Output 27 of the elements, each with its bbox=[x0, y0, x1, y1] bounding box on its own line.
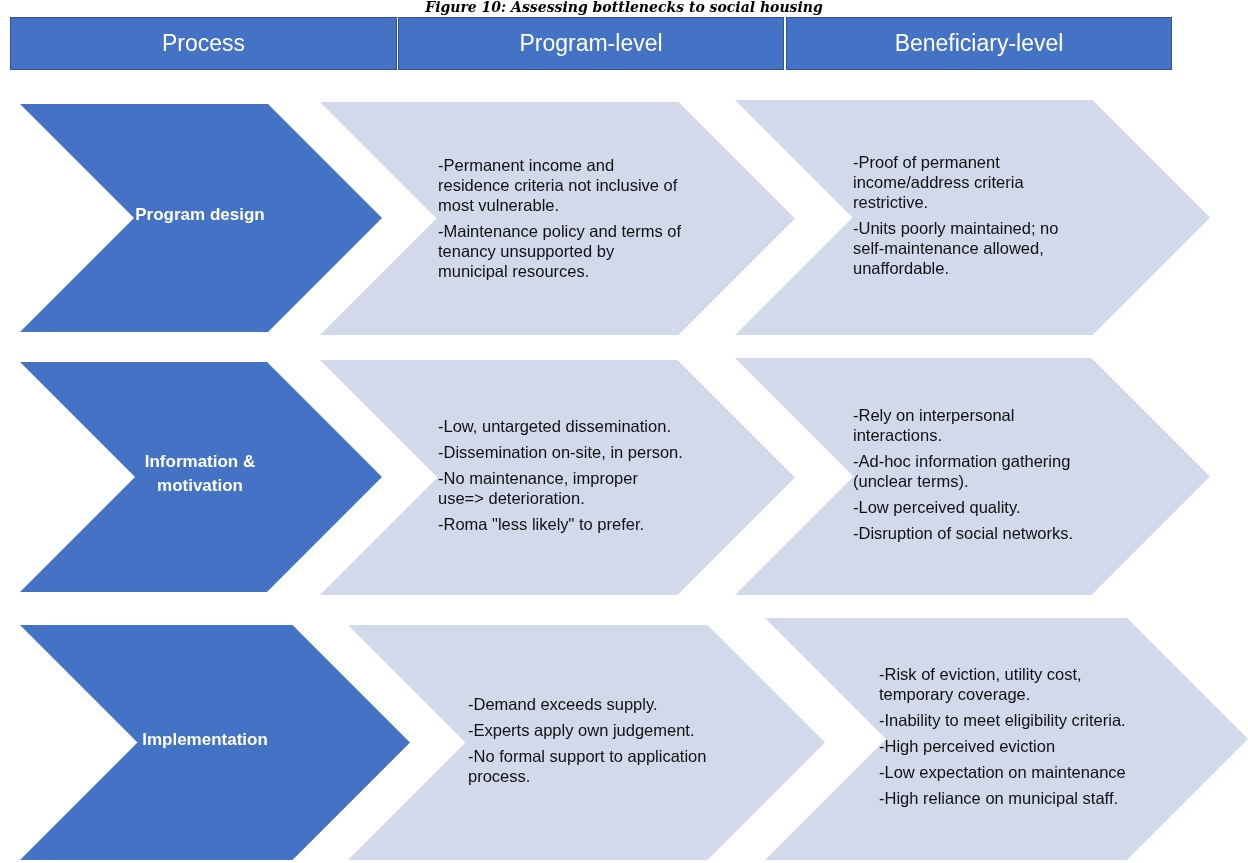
bullet-text: -Maintenance policy and terms of tenancy unsupported by municipal resources. bbox=[438, 221, 683, 281]
process-label: Information & motivation bbox=[143, 451, 257, 497]
bullet-text: -No maintenance, improper use=> deterioration. bbox=[438, 467, 639, 508]
bullet-text: -Rely on interpersonal interactions. bbox=[853, 404, 1016, 445]
bullet-text: -Risk of eviction, utility cost, temporary coverage. bbox=[879, 664, 1083, 704]
bullet-text: -Ad-hoc information gathering (unclear terms). bbox=[853, 450, 1072, 491]
bullet-text: -No formal support to application process. bbox=[468, 745, 708, 786]
bullet-text: -Disruption of social networks. bbox=[853, 522, 1075, 543]
bullet-text: -Dissemination on-site, in person. bbox=[438, 441, 684, 462]
bullet-text: -Low perceived quality. bbox=[853, 496, 1022, 517]
figure-title: Figure 10: Assessing bottlenecks to social housing bbox=[424, 0, 824, 15]
bullet-text: -Low, untargeted dissemination. bbox=[438, 415, 672, 436]
bullet-text: -Low expectation on maintenance bbox=[879, 762, 1127, 782]
bullet-text: -Inability to meet eligibility criteria. bbox=[879, 710, 1127, 730]
bullet-text: -High reliance on municipal staff. bbox=[879, 788, 1120, 808]
column-header: Beneficiary-level bbox=[786, 17, 1172, 70]
bullet-text: -Roma "less likely" to prefer. bbox=[438, 513, 646, 534]
column-header: Program-level bbox=[398, 17, 784, 70]
bullet-text: -Permanent income and residence criteria not inclusive of most vulnerable. bbox=[438, 155, 679, 215]
bullet-text: -High perceived eviction bbox=[879, 736, 1057, 756]
column-header: Process bbox=[10, 17, 397, 70]
bullet-text: -Units poorly maintained; no self-maintenance allowed, unaffordable. bbox=[853, 217, 1060, 278]
process-label: Implementation bbox=[141, 728, 269, 751]
bullet-text: -Proof of permanent income/address criteria restrictive. bbox=[853, 151, 1025, 212]
bullet-text: -Experts apply own judgement. bbox=[468, 719, 696, 740]
process-label: Program design bbox=[134, 204, 266, 226]
bullet-text: -Demand exceeds supply. bbox=[468, 693, 659, 714]
